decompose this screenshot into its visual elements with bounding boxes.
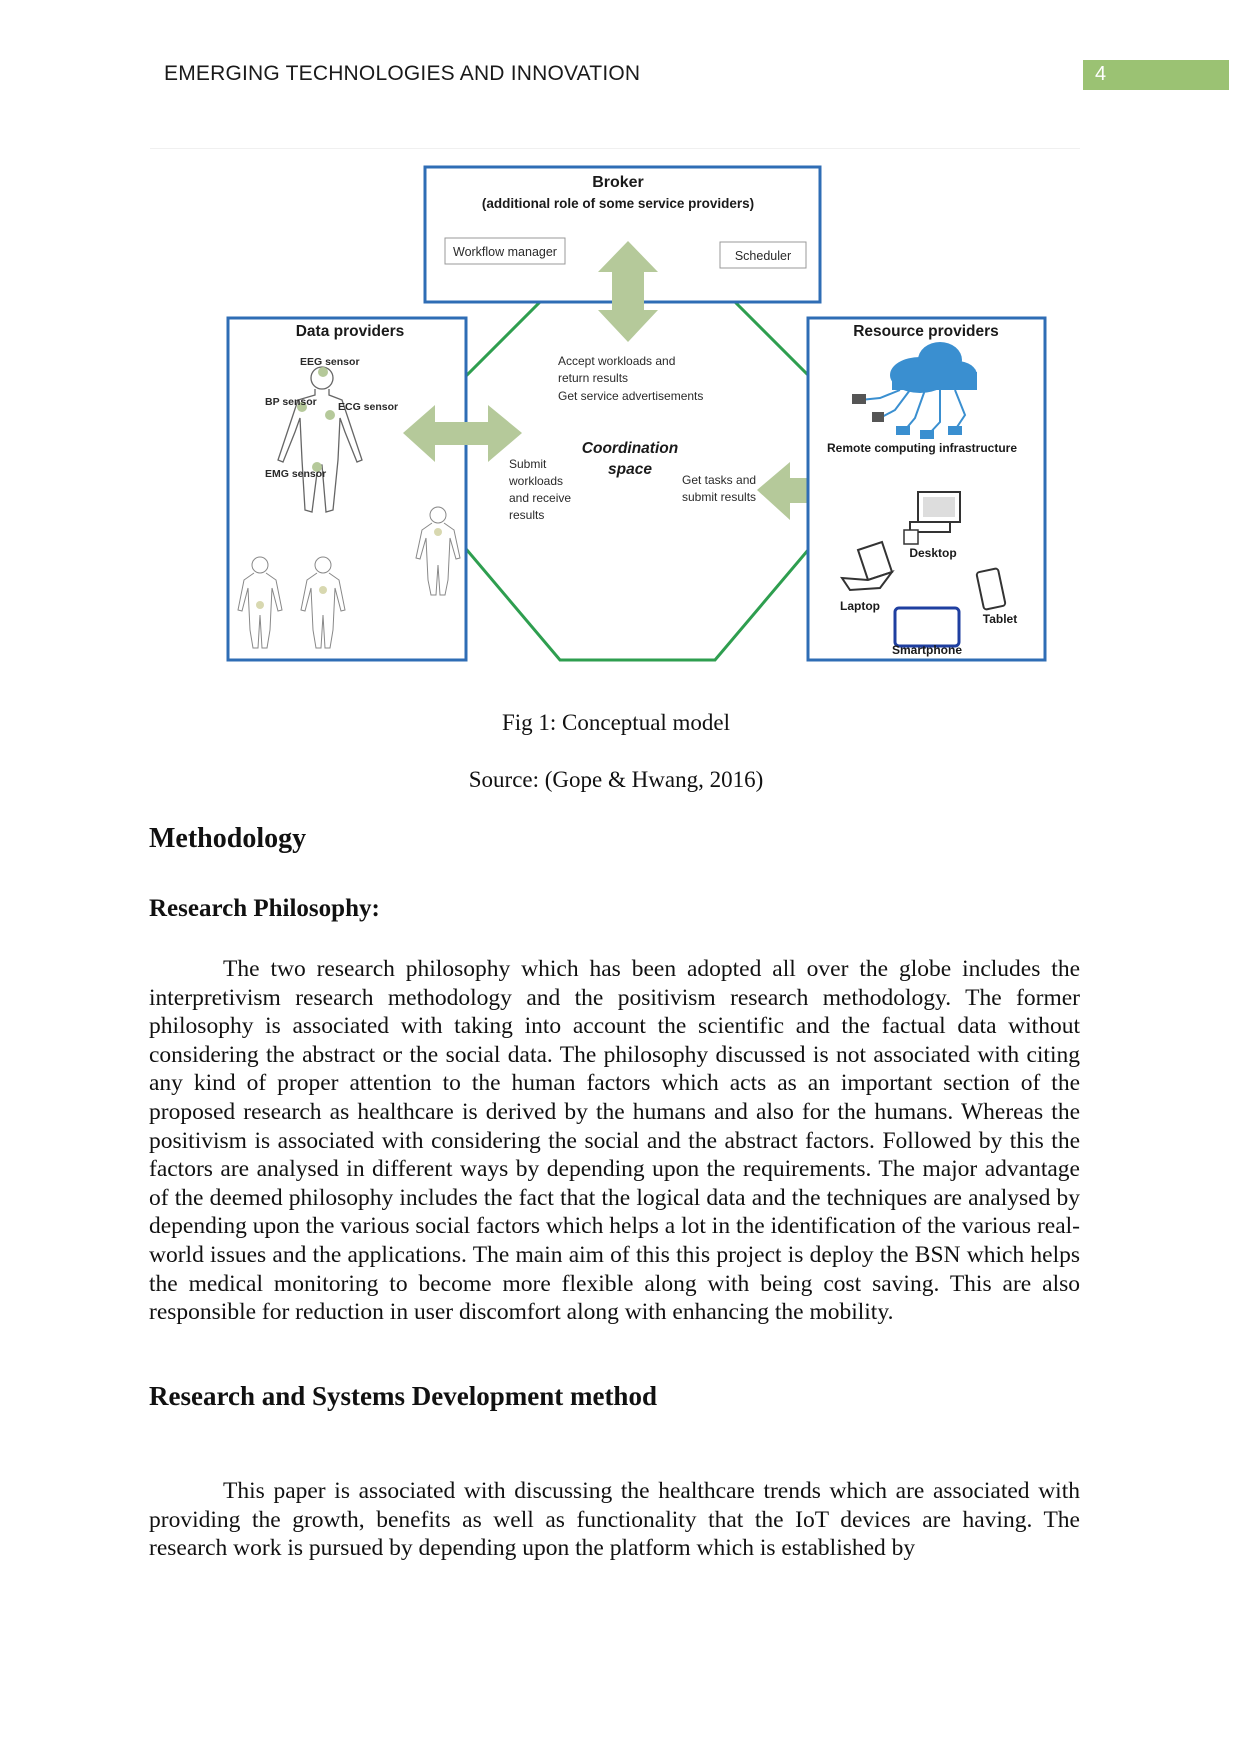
broker-subtitle: (additional role of some service provide… bbox=[482, 196, 754, 211]
ecg-sensor-dot bbox=[325, 410, 335, 420]
paragraph-research-philosophy: The two research philosophy which has be… bbox=[149, 956, 1080, 1326]
laptop-icon bbox=[840, 540, 895, 592]
heading-research-philosophy: Research Philosophy: bbox=[149, 895, 380, 922]
broker-vertical-arrow bbox=[598, 241, 658, 342]
cloud-icon bbox=[890, 342, 977, 393]
running-header-title: EMERGING TECHNOLOGIES AND INNOVATION bbox=[164, 62, 641, 85]
accept-workloads-line-3: Get service advertisements bbox=[558, 389, 703, 403]
device-icon bbox=[896, 426, 910, 435]
submit-workloads-line-4: results bbox=[509, 508, 544, 522]
broker-title: Broker bbox=[592, 174, 644, 191]
small-human-figure-1 bbox=[237, 556, 283, 649]
smartphone-label: Smartphone bbox=[892, 643, 962, 657]
resource-providers-title: Resource providers bbox=[853, 323, 999, 340]
sensor-dot bbox=[256, 601, 264, 609]
emg-sensor-dot bbox=[312, 462, 322, 472]
submit-workloads-line-3: and receive bbox=[509, 491, 571, 505]
tablet-label: Tablet bbox=[983, 612, 1017, 626]
ecg-sensor-label: ECG sensor bbox=[338, 401, 398, 413]
scheduler-box bbox=[719, 241, 807, 269]
data-providers-box bbox=[226, 316, 468, 662]
remote-computing-label: Remote computing infrastructure bbox=[827, 441, 1017, 455]
accept-workloads-line-2: return results bbox=[558, 371, 628, 385]
coordination-space-title-line-2: space bbox=[608, 461, 652, 478]
desktop-icon bbox=[903, 491, 961, 545]
bp-sensor-label: BP sensor bbox=[265, 396, 317, 408]
data-providers-arrow bbox=[403, 405, 522, 462]
small-human-figure-2 bbox=[300, 556, 346, 649]
eeg-sensor-label: EEG sensor bbox=[300, 356, 360, 368]
submit-workloads-line-2: workloads bbox=[508, 474, 563, 488]
data-providers-title: Data providers bbox=[296, 323, 405, 340]
smartphone-icon bbox=[893, 606, 961, 648]
coordination-space-title-line-1: Coordination bbox=[582, 440, 678, 457]
get-tasks-line-1: Get tasks and bbox=[682, 473, 756, 487]
bp-sensor-dot bbox=[297, 402, 307, 412]
header-divider bbox=[150, 148, 1080, 149]
emg-sensor-label: EMG sensor bbox=[265, 468, 326, 480]
sensor-dot bbox=[319, 586, 327, 594]
page-number-badge bbox=[1083, 60, 1229, 90]
workflow-manager-label: Workflow manager bbox=[453, 245, 557, 259]
get-tasks-line-2: submit results bbox=[682, 490, 756, 504]
tablet-icon bbox=[975, 567, 1007, 611]
desktop-label: Desktop bbox=[909, 546, 956, 560]
scheduler-label: Scheduler bbox=[735, 249, 791, 263]
server-icon bbox=[852, 394, 866, 404]
device-icon bbox=[948, 426, 962, 435]
page-number: 4 bbox=[1095, 63, 1107, 85]
eeg-sensor-dot bbox=[318, 367, 328, 377]
laptop-label: Laptop bbox=[840, 599, 880, 613]
heading-research-systems-development: Research and Systems Development method bbox=[149, 1381, 657, 1411]
computer-icon bbox=[872, 412, 884, 422]
accept-workloads-line-1: Accept workloads and bbox=[558, 354, 675, 368]
device-icon bbox=[920, 430, 934, 439]
figure-source: Source: (Gope & Hwang, 2016) bbox=[468, 767, 764, 792]
sensor-dot bbox=[434, 528, 442, 536]
workflow-manager-box bbox=[444, 237, 566, 265]
submit-workloads-line-1: Submit bbox=[509, 457, 547, 471]
figure-caption: Fig 1: Conceptual model bbox=[501, 710, 731, 735]
paragraph-research-systems-development: This paper is associated with discussing… bbox=[149, 1478, 1080, 1562]
heading-methodology: Methodology bbox=[149, 823, 307, 854]
conceptual-model-figure: Broker (additional role of some service … bbox=[220, 160, 1060, 670]
small-human-figure-3 bbox=[415, 506, 461, 596]
